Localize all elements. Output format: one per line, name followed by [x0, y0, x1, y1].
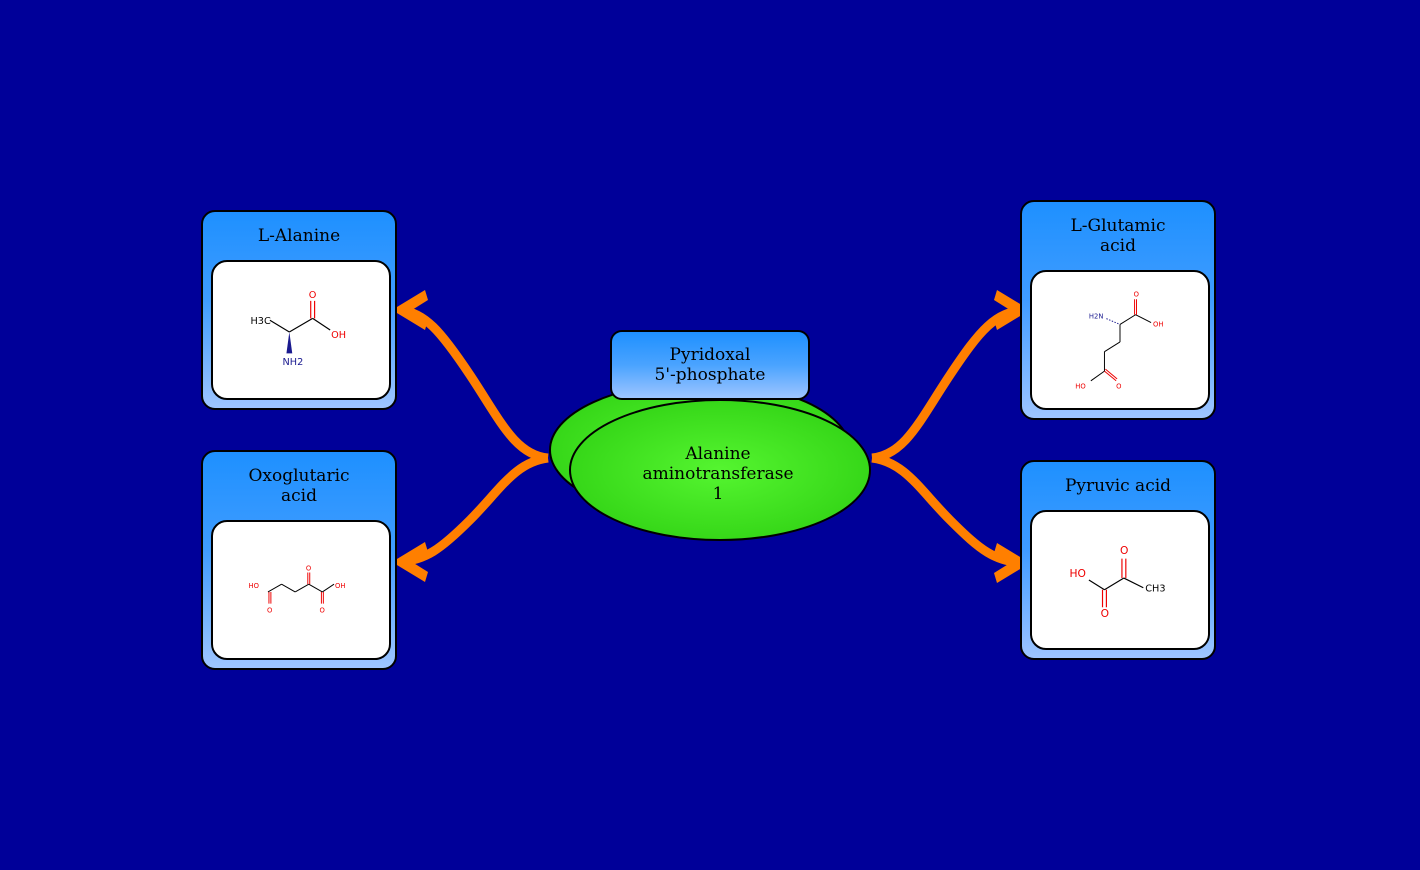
arrowhead-pyruvic	[994, 543, 1030, 583]
label-o2: O	[1116, 383, 1121, 391]
structure-l-glutamic-acid: H2N O OH HO O	[1030, 270, 1210, 410]
label-ho: HO	[1075, 383, 1085, 391]
label-o2: O	[1120, 544, 1128, 557]
label-oh: OH	[335, 582, 345, 590]
label-o2: O	[306, 565, 311, 573]
enzyme-label: Alanine aminotransferase 1	[618, 444, 818, 504]
label-o3: O	[319, 606, 324, 614]
label-o1: O	[1134, 290, 1139, 298]
structure-pyruvic-acid: HO O O CH3	[1030, 510, 1210, 650]
arrow-to-glutamic	[871, 305, 1026, 463]
cofactor-title: Pyridoxal 5'-phosphate	[612, 345, 808, 385]
structure-l-alanine: H3C O OH NH2	[211, 260, 391, 400]
arrowhead-l-alanine	[392, 290, 428, 330]
compound-title-line1: Oxoglutaric	[248, 466, 350, 486]
compound-title-line2: acid	[1100, 236, 1136, 256]
label-ho: HO	[1069, 567, 1085, 580]
compound-title-line1: L-Glutamic	[1070, 216, 1166, 236]
molecule-l-alanine: H3C O OH NH2	[250, 290, 346, 368]
label-ho: HO	[249, 582, 259, 590]
compound-title: Oxoglutaric acid	[203, 466, 395, 506]
label-nh2: NH2	[283, 357, 304, 368]
compound-title-line2: acid	[281, 486, 317, 506]
compound-title: L-Glutamic acid	[1022, 216, 1214, 256]
label-ch3: CH3	[1145, 584, 1165, 595]
structure-oxoglutaric-acid: HO O O O OH	[211, 520, 391, 660]
label-h2n: H2N	[1089, 313, 1104, 321]
arrowhead-glutamic	[994, 290, 1030, 330]
molecule-oxoglutaric-acid: HO O O O OH	[249, 565, 346, 615]
enzyme-label-line2: aminotransferase	[642, 464, 794, 484]
enzyme-ellipse-front[interactable]	[569, 399, 871, 541]
compound-oxoglutaric-acid[interactable]: Oxoglutaric acid HO O O O OH	[201, 450, 397, 670]
label-o: O	[309, 290, 317, 301]
arrow-to-pyruvic	[871, 453, 1026, 568]
arrow-to-oxoglutaric	[399, 453, 549, 567]
compound-title: Pyruvic acid	[1022, 476, 1214, 496]
cofactor-title-line2: 5'-phosphate	[654, 365, 766, 385]
compound-title-line1: L-Alanine	[257, 226, 341, 246]
compound-pyruvic-acid[interactable]: Pyruvic acid HO O O CH3	[1020, 460, 1216, 660]
molecule-l-glutamic-acid: H2N O OH HO O	[1075, 290, 1163, 391]
compound-title: L-Alanine	[203, 226, 395, 246]
enzyme-label-line3: 1	[712, 484, 724, 504]
label-oh: OH	[331, 330, 346, 341]
label-oh: OH	[1153, 320, 1163, 328]
cofactor-box[interactable]: Pyridoxal 5'-phosphate	[610, 330, 810, 400]
arrow-to-l-alanine	[399, 305, 549, 463]
molecule-pyruvic-acid: HO O O CH3	[1069, 544, 1165, 620]
compound-l-glutamic-acid[interactable]: L-Glutamic acid H2N O OH	[1020, 200, 1216, 420]
label-o1: O	[267, 606, 272, 614]
enzyme-label-line1: Alanine	[685, 444, 751, 464]
label-ch3: H3C	[250, 316, 270, 327]
label-o1: O	[1101, 607, 1109, 620]
arrowhead-oxoglutaric	[392, 542, 428, 582]
compound-l-alanine[interactable]: L-Alanine H3C O OH NH2	[201, 210, 397, 410]
compound-title-line1: Pyruvic acid	[1064, 476, 1172, 496]
cofactor-title-line1: Pyridoxal	[669, 345, 751, 365]
